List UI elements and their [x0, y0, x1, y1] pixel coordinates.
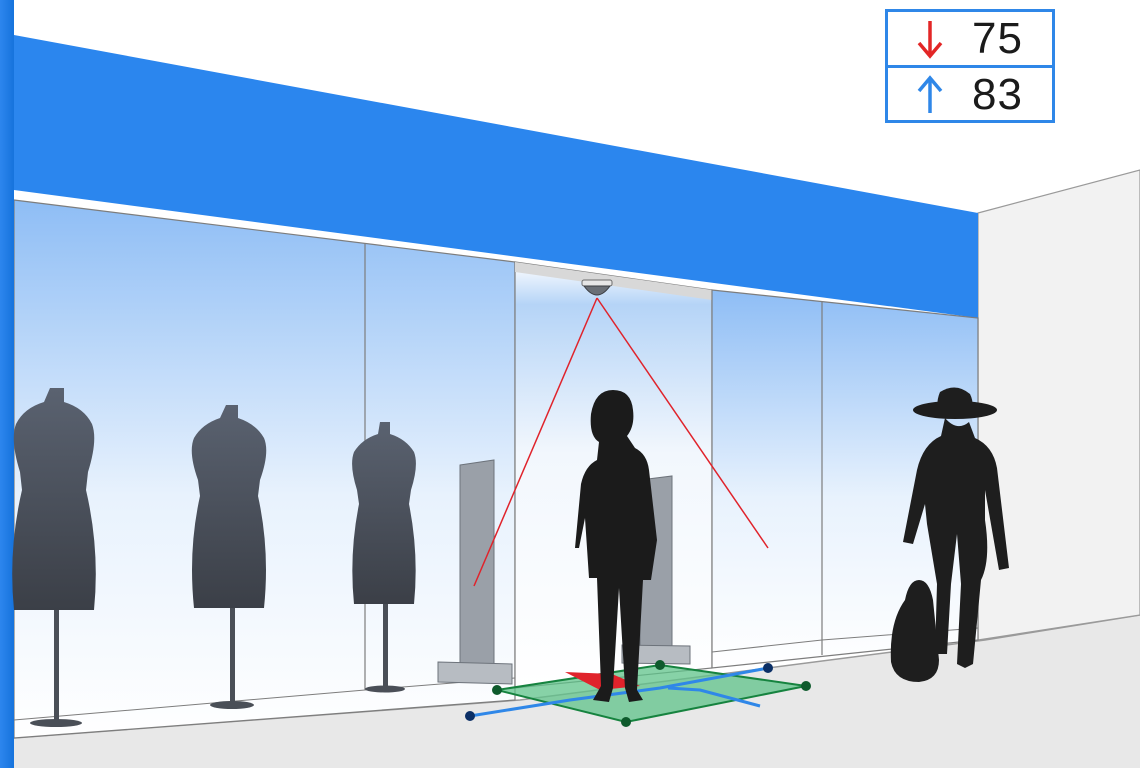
- people-counter-panel: 75 83: [885, 9, 1055, 123]
- entries-counter: 75: [888, 12, 1052, 66]
- arrow-down-icon: [888, 12, 972, 66]
- left-edge-strip: [0, 0, 14, 768]
- arrow-up-icon: [888, 68, 972, 122]
- entries-count: 75: [972, 12, 1023, 66]
- shop-window-left: [14, 200, 515, 738]
- exits-count: 83: [972, 68, 1023, 122]
- side-wall: [978, 170, 1140, 640]
- exits-counter: 83: [888, 68, 1052, 122]
